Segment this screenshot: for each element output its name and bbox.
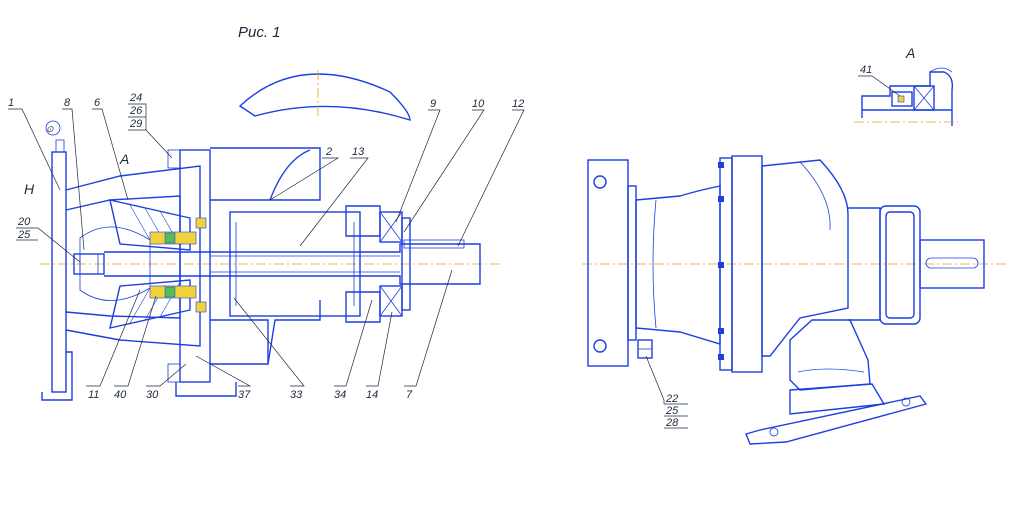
shaft-key [403,239,465,249]
ext-volute-contour [799,161,831,231]
callout-8: 8 [64,97,71,109]
ext-cone-curve [652,199,657,329]
callout-1: 1 [8,97,14,109]
frame-bottom [210,319,269,365]
drain-leader [645,355,665,404]
impeller-upper [109,199,191,251]
bearing-housing [229,211,361,317]
ext-shaft-keyway [925,257,979,269]
section-marker-a: А [119,151,129,167]
inlet-cone-inner [65,195,181,319]
ext-flange-ring [627,185,637,341]
flange-foot [41,351,73,401]
callout-37: 37 [238,389,251,401]
view-a-label: А [905,45,915,61]
sealing-point-symbol-circle [45,120,61,136]
callout-34: 34 [334,389,346,401]
callout-11: 11 [88,389,99,401]
side-marker-h: Н [24,181,35,197]
impeller-lower [109,279,191,329]
housing-collar-top [345,205,381,237]
frame-bottom-rib [267,300,321,365]
callout-24: 24 [129,92,142,104]
callout-6: 6 [94,97,101,109]
section-view: ⊙ [24,70,500,401]
ext-suction-flange [587,159,629,367]
bolt-head-bottom [167,363,181,383]
callout-12: 12 [512,98,524,110]
seal-ring-upper [164,232,176,244]
flange-boss [55,139,65,153]
seal-ring-lower [164,286,176,298]
impeller-nut [73,253,105,275]
sealing-point-symbol: ⊙ [46,124,54,134]
ext-shaft-end [919,239,985,289]
callout-14: 14 [366,389,378,401]
ext-flange-hole-bottom [593,339,607,353]
detail-seal-block [891,91,913,107]
casing-section-crescent [238,73,411,121]
detail-outline [861,71,954,126]
detail-break-line [929,67,953,73]
seal-spring-upper [195,217,207,229]
section-leaders [8,103,525,387]
ext-bolt-4 [718,162,724,168]
ext-bearing-cover [885,211,915,319]
ext-nozzle-flange-neck [789,383,886,415]
ext-volute-body [761,159,849,357]
callout-25: 25 [17,229,31,241]
ext-nozzle-break [797,368,865,373]
detail-seal-ring [897,95,905,103]
callout-40: 40 [114,389,127,401]
callout-10: 10 [472,98,485,110]
frame-top [210,147,321,201]
ext-discharge-nozzle [789,319,871,391]
callout-28: 28 [665,417,679,429]
seal-housing-flange [179,149,211,383]
pump-shaft [104,243,481,285]
ext-bolt-5 [718,354,724,360]
ext-bolt-2 [718,262,724,268]
callout-25b: 25 [665,405,679,417]
figure-title: Рис. 1 [238,24,281,41]
inlet-cone [65,165,201,347]
callout-2: 2 [325,146,332,158]
ext-bolt-3 [718,328,724,334]
bolt-head-top [167,149,181,169]
detail-view-a: А 41 [854,45,958,126]
callout-33: 33 [290,389,303,401]
callout-7: 7 [406,389,413,401]
callout-13: 13 [352,146,365,158]
callout-41: 41 [860,64,872,76]
ext-bolt-1 [718,196,724,202]
callout-9: 9 [430,98,436,110]
housing-collar-bottom [345,291,381,323]
seal-spring-lower [195,301,207,313]
callout-20: 20 [17,216,31,228]
ext-discharge-hole-2 [901,397,911,407]
bearing-cover [401,217,411,311]
frame-window-curve [269,149,311,201]
ext-discharge-flange [745,395,928,445]
ext-inlet-cone [635,185,721,345]
ext-flange-hole-top [593,175,607,189]
ext-discharge-hole-1 [769,427,779,437]
callout-30: 30 [146,389,159,401]
bottom-lug [175,382,237,397]
callout-22: 22 [665,393,678,405]
callout-29: 29 [129,118,142,130]
exterior-view [582,155,1006,445]
callout-26: 26 [129,105,143,117]
